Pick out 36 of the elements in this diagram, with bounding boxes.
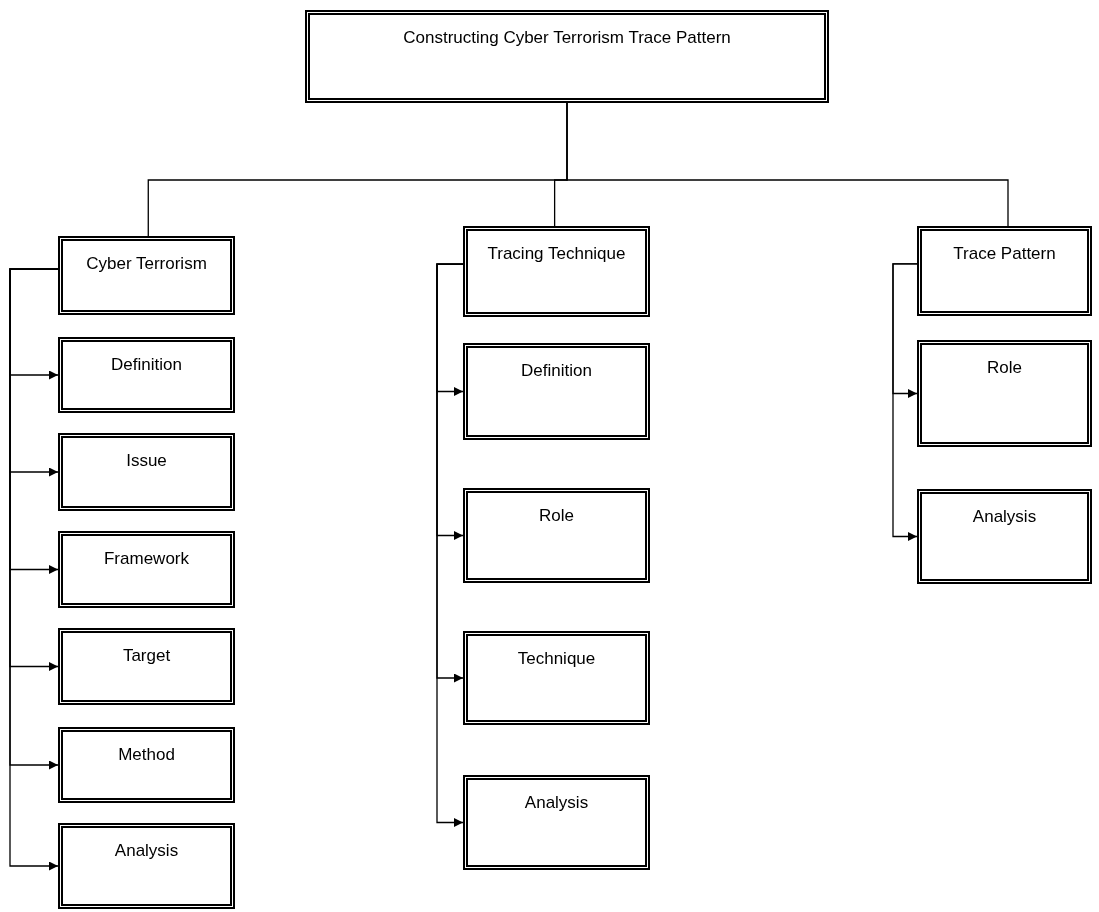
box-label: Tracing Technique: [487, 243, 626, 264]
box-label: Analysis: [524, 792, 589, 813]
box-label: Cyber Terrorism: [86, 253, 207, 274]
box-label: Role: [539, 505, 574, 526]
double-border-box: [463, 343, 650, 440]
double-border-box: [463, 488, 650, 583]
double-border-box: [917, 226, 1092, 316]
double-border-box: [917, 489, 1092, 584]
double-border-box: [917, 340, 1092, 447]
box-label: Analysis: [972, 506, 1037, 527]
box-label: Role: [987, 357, 1022, 378]
box-label: Framework: [104, 548, 189, 569]
double-border-box: [58, 531, 235, 608]
arrow: [9, 268, 59, 871]
double-border-box: [305, 10, 829, 103]
arrow: [892, 263, 918, 541]
connector-line: [566, 102, 1009, 227]
double-border-box: [58, 236, 235, 315]
box-label: Analysis: [114, 840, 179, 861]
double-border-box: [463, 775, 650, 870]
box-label: Method: [118, 744, 175, 765]
box-label: Technique: [517, 648, 596, 669]
double-border-box: [58, 727, 235, 803]
box-label: Definition: [521, 360, 592, 381]
double-border-box: [58, 628, 235, 705]
box-label: Definition: [111, 354, 182, 375]
double-border-box: [463, 226, 650, 317]
box-label: Target: [122, 645, 171, 666]
double-border-box: [58, 823, 235, 909]
double-border-box: [58, 337, 235, 413]
double-border-box: [463, 631, 650, 725]
box-label: Issue: [126, 450, 167, 471]
box-label: Trace Pattern: [953, 243, 1056, 264]
box-label: Constructing Cyber Terrorism Trace Pattern: [403, 27, 731, 48]
arrow: [436, 263, 464, 827]
double-border-box: [58, 433, 235, 511]
